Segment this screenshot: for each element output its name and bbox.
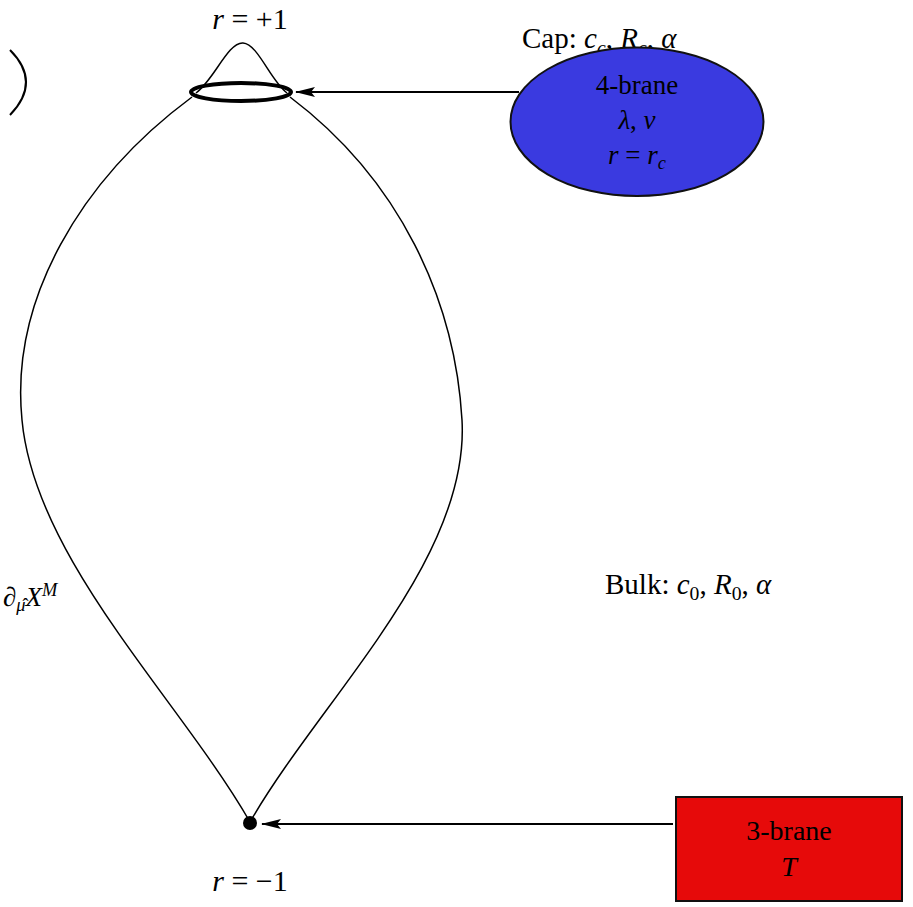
text-segment: c [677, 568, 690, 600]
text-segment: r [212, 864, 224, 897]
node-outline [675, 796, 903, 902]
node-body: r = rc [608, 138, 666, 176]
text-segment: μ [16, 595, 25, 615]
text-segment: X [26, 582, 43, 612]
text-segment: M [42, 580, 57, 600]
text-segment: T [781, 851, 797, 882]
text-segment: 3-brane [746, 815, 832, 846]
node-heading: 4-brane [596, 68, 678, 103]
text-segment: r [647, 140, 658, 170]
text-segment: = −1 [224, 864, 288, 897]
node-heading: 3-brane [746, 813, 832, 849]
coordinate-label: r = +1 [212, 2, 288, 37]
brane-point [243, 816, 257, 830]
text-segment: Cap: [522, 22, 584, 54]
text-segment: α [756, 568, 771, 600]
text-segment: 0 [732, 582, 742, 604]
rect-shape [676, 797, 902, 901]
text-segment: c [658, 153, 666, 173]
text-segment: r [212, 2, 224, 35]
text-segment: , [742, 568, 757, 600]
text-segment: , [630, 105, 644, 135]
node-body: T [781, 849, 797, 885]
text-segment: r [608, 140, 619, 170]
text-segment: 0 [690, 582, 700, 604]
brane-box: 3-braneT [675, 796, 903, 902]
text-segment: Bulk: [605, 568, 677, 600]
leader-arrow [262, 823, 673, 825]
text-segment: λ [618, 105, 630, 135]
formula-fragment: ∂μ̂XM [3, 580, 57, 616]
text-segment: R [714, 568, 732, 600]
text-segment: v [644, 105, 656, 135]
text-segment: 4-brane [596, 70, 678, 100]
brane-ellipse: 4-braneλ, vr = rc [509, 46, 765, 198]
text-segment: , [699, 568, 714, 600]
coordinate-label: r = −1 [212, 864, 288, 899]
text-segment: c [584, 22, 597, 54]
region-label: Bulk: c0, R0, α [605, 568, 771, 604]
text-segment: = +1 [224, 2, 288, 35]
node-body: λ, v [618, 103, 655, 138]
text-segment: ∂ [3, 582, 16, 612]
bracket [10, 50, 26, 115]
leader-arrow [296, 91, 519, 93]
bulk-outline [21, 97, 463, 822]
text-segment: = [619, 140, 648, 170]
ellipse-shape [511, 48, 764, 197]
brane-ring [191, 83, 291, 101]
